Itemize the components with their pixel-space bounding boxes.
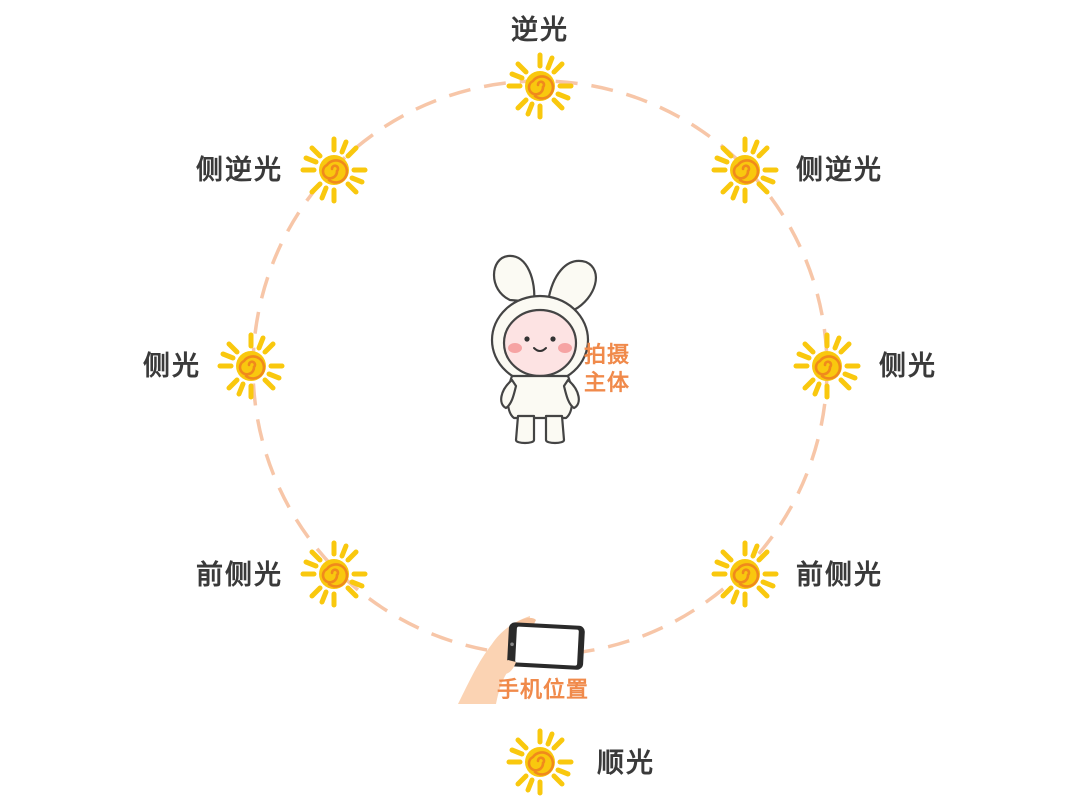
hand-fingers xyxy=(500,660,516,674)
mascot-icon xyxy=(490,254,597,445)
label-side-light-right: 侧光 xyxy=(879,351,937,382)
sun-icon xyxy=(509,731,571,793)
sun-icon xyxy=(714,543,776,605)
sun-icon xyxy=(303,543,365,605)
phone-position-label: 手机位置 xyxy=(497,678,590,703)
sun-icon xyxy=(509,55,571,117)
subject-label-line2: 主体 xyxy=(584,371,631,396)
label-front-side-light-left: 前侧光 xyxy=(196,560,283,591)
sun-icon xyxy=(714,139,776,201)
sun-icon xyxy=(303,139,365,201)
subject-label-line1: 拍摄 xyxy=(584,343,631,368)
label-front-light: 顺光 xyxy=(597,748,655,779)
label-back-light: 逆光 xyxy=(511,15,569,46)
phone-icon xyxy=(507,622,585,670)
label-back-side-light-left: 侧逆光 xyxy=(196,155,283,186)
mascot-face xyxy=(508,336,572,353)
sun-icon xyxy=(796,335,858,397)
label-side-light-left: 侧光 xyxy=(143,351,201,382)
label-front-side-light-right: 前侧光 xyxy=(796,560,883,591)
sun-icon xyxy=(220,335,282,397)
label-back-side-light-right: 侧逆光 xyxy=(796,155,883,186)
subject-label: 拍摄 主体 xyxy=(584,342,630,398)
